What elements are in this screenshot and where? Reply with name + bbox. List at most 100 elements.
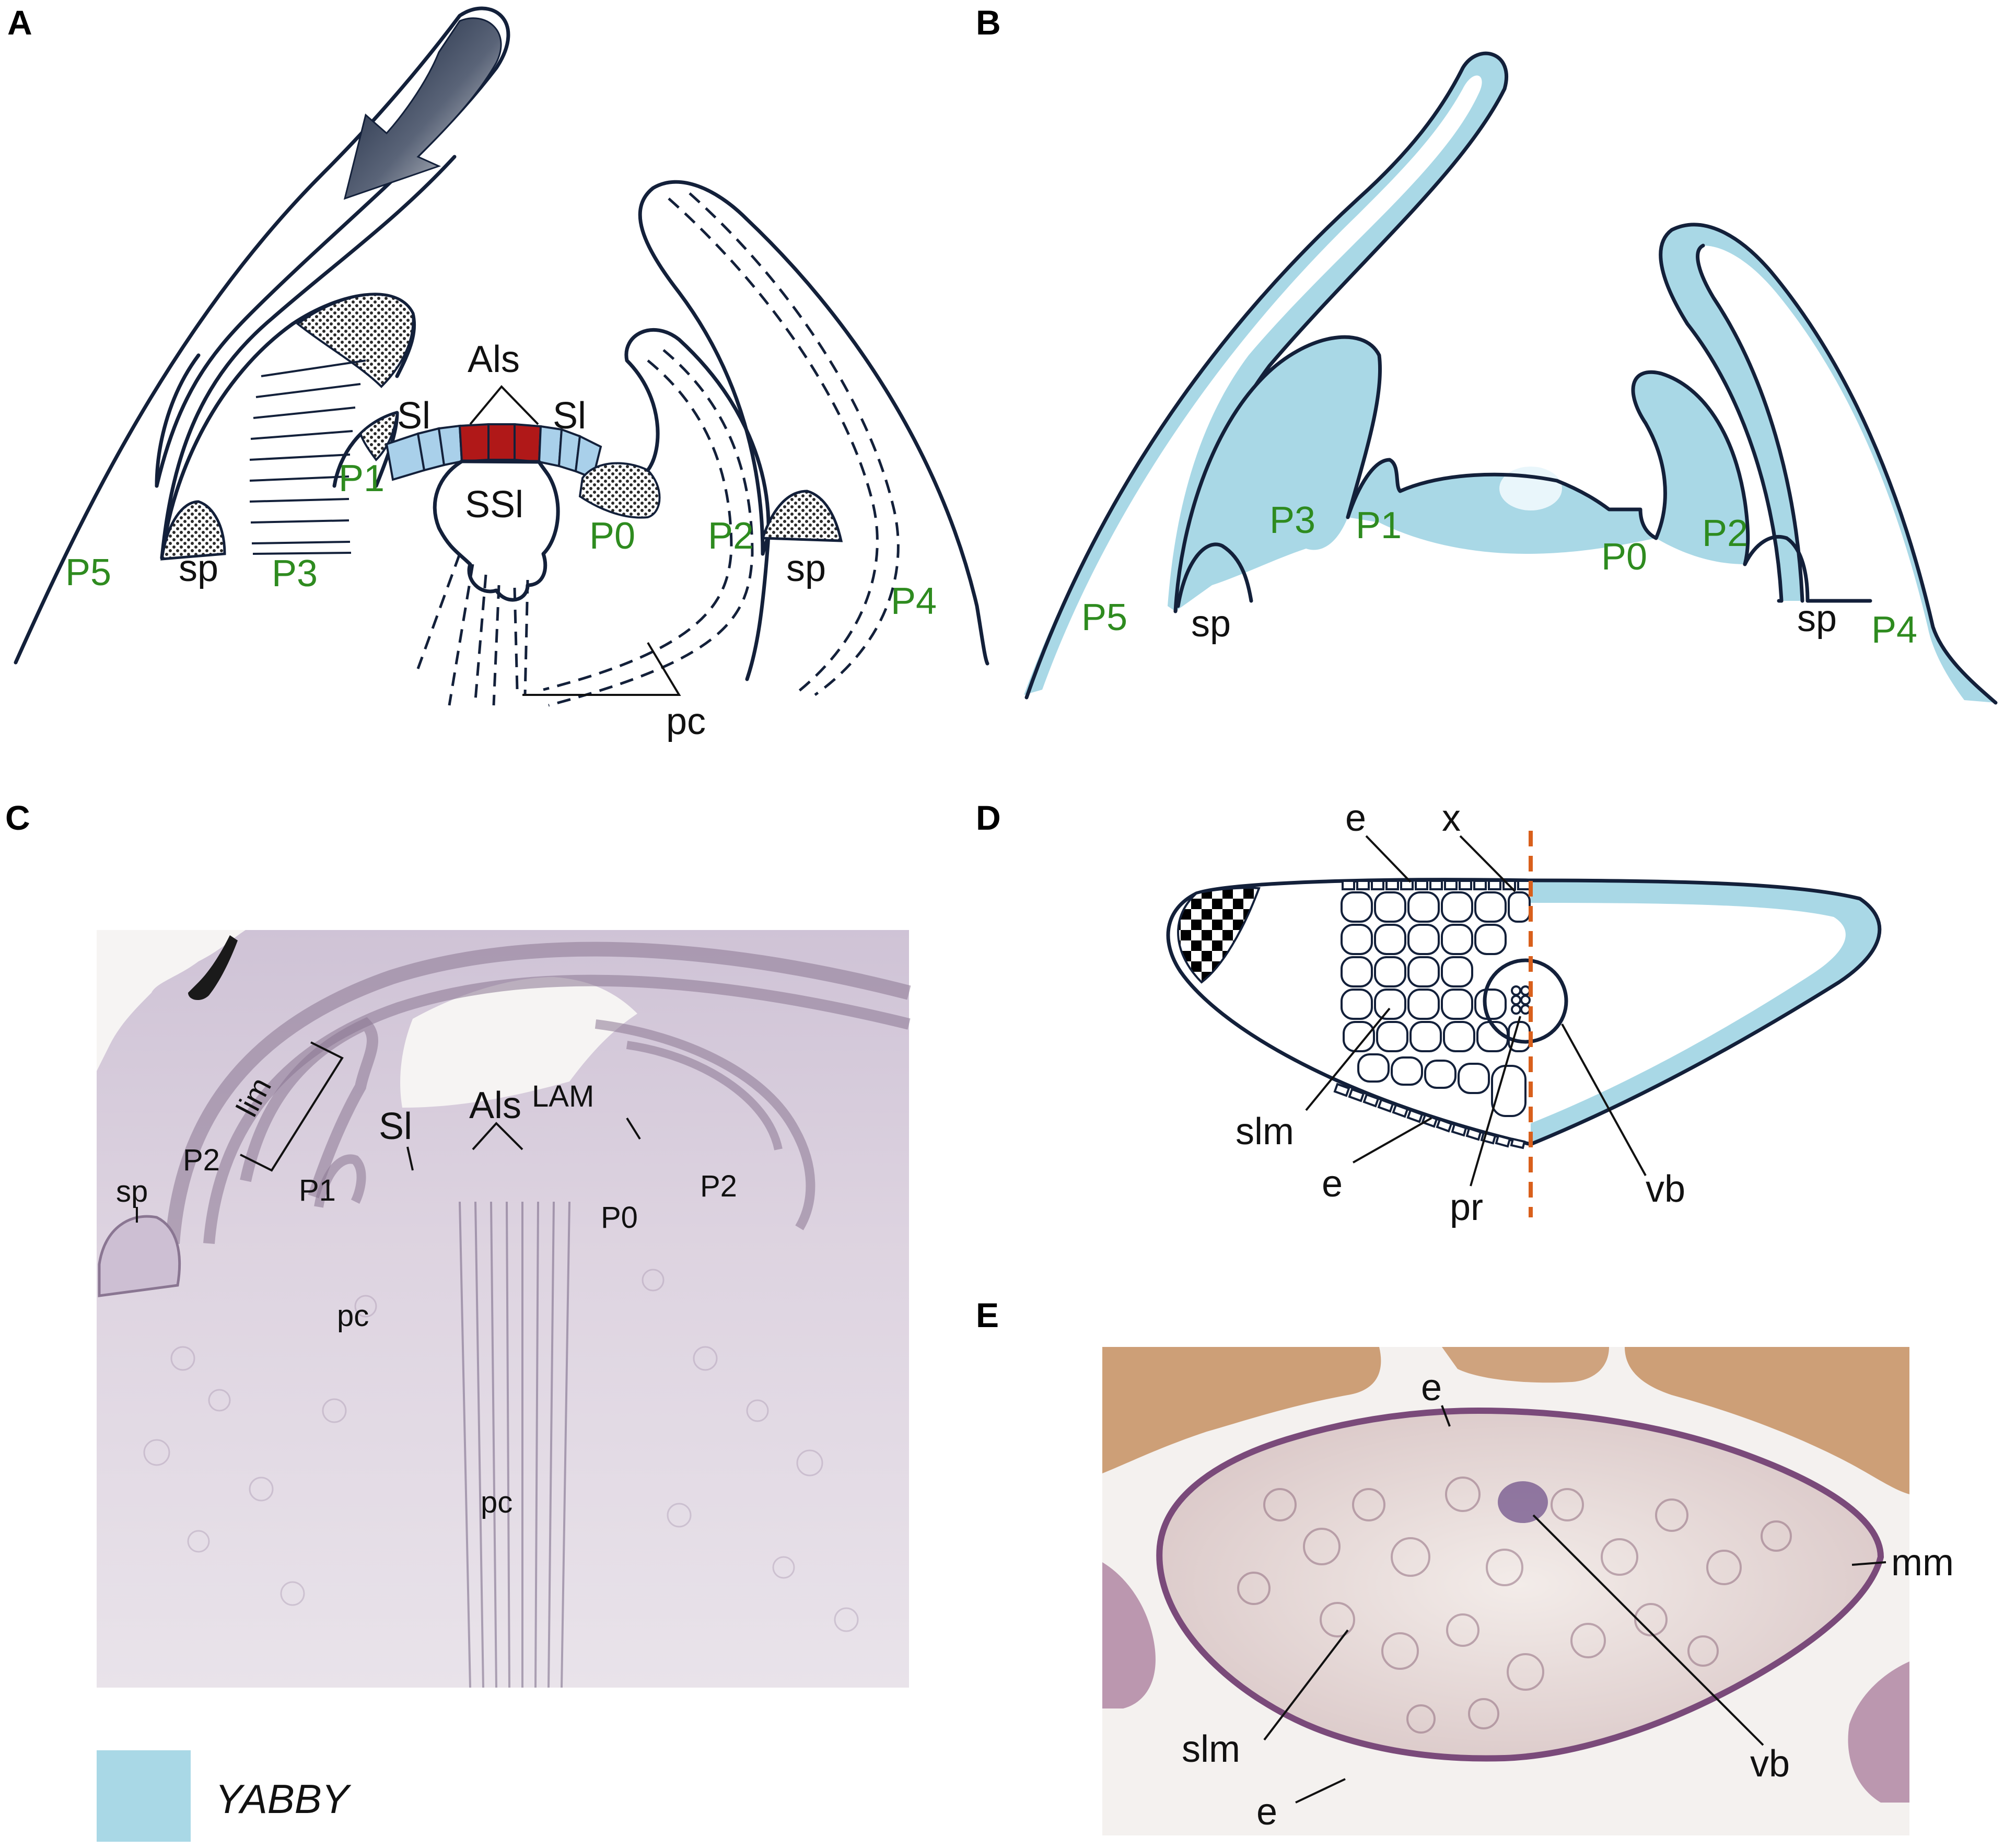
e-slm-leader (1263, 1629, 1349, 1741)
label-a-sl-left: Sl (397, 395, 430, 437)
label-a-p2: P2 (708, 515, 754, 557)
label-b-p1: P1 (1356, 505, 1402, 547)
c-dark-debris (188, 935, 238, 1001)
leaf-p4-outline (638, 180, 989, 666)
d-right-yabby (1531, 880, 1880, 1144)
label-b-p4: P4 (1871, 609, 1917, 651)
panel-label-e: E (976, 1296, 999, 1334)
b-leaf-p4-inner-edge (1696, 243, 1804, 603)
c-lim-bracket (240, 1041, 344, 1172)
label-b-sp-right: sp (1797, 598, 1837, 640)
stipule-right-dotted (761, 490, 843, 542)
b-leaf-p2-outline (1631, 370, 1750, 566)
d-vascular-bundle (1483, 958, 1568, 1044)
e-e-bottom-leader (1295, 1778, 1346, 1804)
leaf-p5-right-edge (155, 353, 201, 488)
b-meristem-outline (1346, 458, 1658, 540)
b-stipule-left (1176, 542, 1253, 608)
pc-dashed-strands (416, 553, 529, 706)
b-leaf-p4-outline (1659, 223, 1998, 705)
e-cross-section (1156, 1407, 1884, 1762)
label-e-vb: vb (1750, 1743, 1790, 1785)
label-b-p3: P3 (1269, 499, 1315, 541)
panel-label-a: A (7, 3, 32, 42)
c-stipule (98, 1215, 181, 1297)
label-c-sl: Sl (379, 1106, 412, 1147)
label-d-vb: vb (1646, 1168, 1685, 1210)
label-a-pc: pc (666, 701, 706, 742)
e-brown-tissue-center (1442, 1347, 1609, 1383)
d-x-leader (1459, 835, 1516, 892)
label-a-p0: P0 (589, 515, 635, 557)
stipule-left-dotted (160, 500, 226, 561)
label-a-p5: P5 (65, 552, 111, 594)
d-e-bottom-leader (1353, 1117, 1432, 1164)
leaf-p4-procambium-2 (689, 192, 900, 696)
c-lam-leader (626, 1117, 641, 1140)
growth-arrow-icon (343, 17, 502, 200)
panel-a: A (7, 3, 989, 742)
d-epidermis-top (1342, 880, 1531, 890)
d-xylem-cells (1511, 985, 1531, 1015)
label-c-lam: LAM (532, 1079, 594, 1113)
als-leader (469, 385, 539, 425)
panel-c: C (5, 798, 911, 1688)
b-leaf-p3-outline (1173, 335, 1382, 613)
pc-leader (522, 642, 681, 696)
b-leaf-p2-yabby (1633, 372, 1748, 564)
c-leaf-layers (165, 942, 911, 1245)
c-sl-leader (406, 1146, 414, 1171)
label-c-p2-right: P2 (700, 1169, 737, 1203)
leaf-p1-dotted (359, 411, 399, 462)
label-d-slm: slm (1236, 1111, 1294, 1153)
label-a-sl-right: Sl (553, 395, 586, 437)
e-brown-tissue-left (1102, 1347, 1381, 1473)
label-a-sp-right: sp (786, 548, 826, 589)
d-checker-region (1177, 887, 1261, 984)
panel-label-c: C (5, 798, 30, 837)
d-section-outline (1166, 878, 1533, 1146)
label-e-e-bottom: e (1256, 1791, 1277, 1833)
panel-label-b: B (976, 3, 1001, 42)
leaf-p5-outline (14, 6, 510, 665)
legend-swatch (97, 1750, 191, 1842)
b-stipule-right (1743, 534, 1872, 603)
label-a-p1: P1 (339, 458, 385, 499)
d-e-top-leader (1365, 835, 1412, 883)
label-b-sp-left: sp (1191, 603, 1231, 645)
label-d-x: x (1442, 797, 1461, 839)
label-e-slm: slm (1182, 1728, 1240, 1770)
e-purple-tissue-left (1102, 1562, 1156, 1708)
leaf-p2-outline (624, 328, 771, 681)
sl-left-cells (385, 424, 463, 481)
e-e-top-leader (1441, 1405, 1451, 1427)
label-d-pr: pr (1450, 1187, 1483, 1228)
e-purple-tissue-right (1848, 1661, 1909, 1803)
label-b-p5: P5 (1081, 597, 1127, 638)
c-cell-texture (143, 1269, 859, 1632)
label-e-e-top: e (1421, 1367, 1442, 1409)
label-c-pc-lower: pc (481, 1485, 512, 1519)
label-c-sp: sp (116, 1175, 148, 1208)
legend: YABBY (97, 1750, 352, 1842)
c-lumen-between-leaves (400, 977, 637, 1108)
label-a-p4: P4 (891, 580, 937, 622)
d-mesophyll-cells (1341, 891, 1531, 1117)
b-leaf-p5-yabby (1024, 53, 1507, 695)
panel-d: D (976, 797, 1882, 1228)
legend-label: YABBY (215, 1776, 352, 1822)
leaf-p2-procambium-2 (548, 349, 754, 707)
b-leaf-p4-yabby (1660, 224, 1996, 703)
label-b-p0: P0 (1601, 536, 1647, 578)
label-b-p2: P2 (1702, 513, 1748, 554)
b-leaf-p3-yabby (1175, 337, 1380, 611)
label-a-sp-left: sp (179, 548, 218, 589)
e-brown-tissue-right (1625, 1347, 1909, 1494)
label-a-ssl: SSl (465, 484, 523, 526)
label-c-p2-left: P2 (183, 1143, 220, 1177)
e-vb-leader (1532, 1514, 1764, 1746)
d-section-outline-right (1529, 878, 1882, 1146)
leaf-p3-dotted-tip (296, 293, 414, 388)
c-background-lumen (97, 930, 246, 1071)
